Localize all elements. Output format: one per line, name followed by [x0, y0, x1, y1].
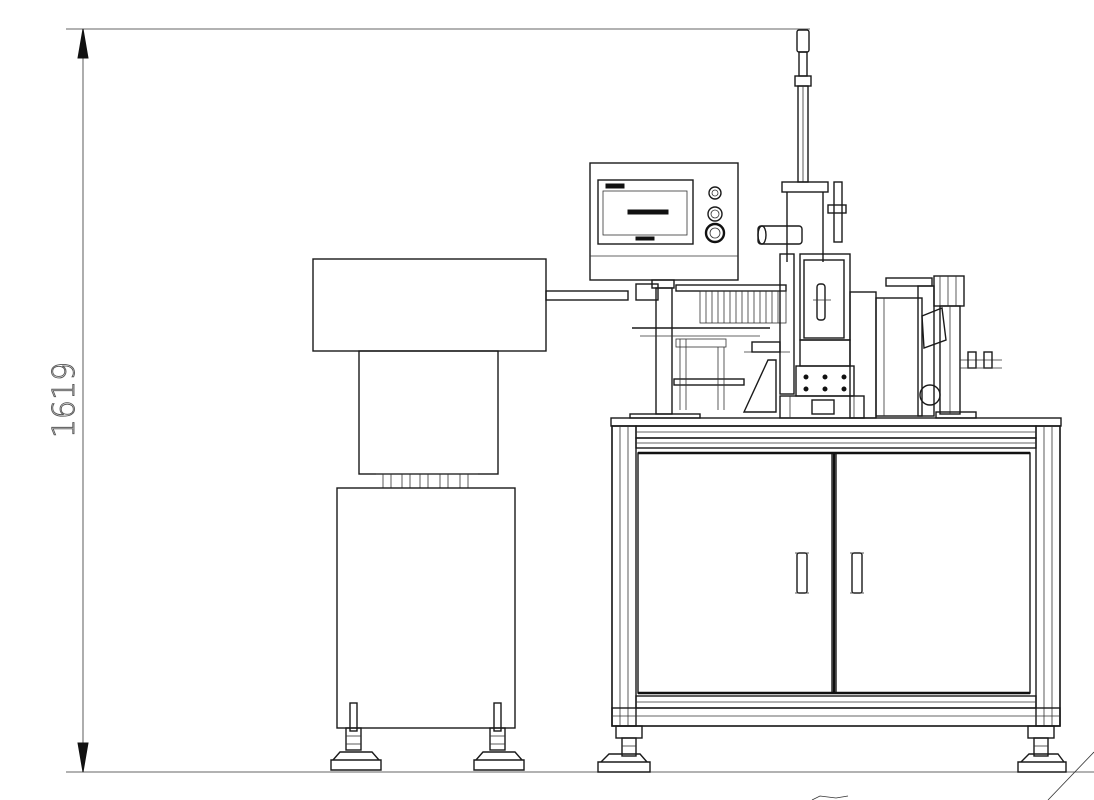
- panel-support-column: [655, 287, 673, 415]
- press-cylinder-assembly: [742, 29, 865, 419]
- corner-slant-line: [1047, 751, 1094, 800]
- feeder-stand-cabinet: [336, 487, 516, 729]
- dimension-arrow-top: [77, 28, 89, 59]
- cabinet-door-left: [637, 452, 833, 694]
- support-bar: [673, 378, 745, 386]
- start-button: [707, 206, 723, 222]
- feeder-leveling-foot-right: [473, 702, 525, 771]
- side-module-housing: [875, 297, 923, 417]
- cylinder-fitting: [794, 75, 812, 87]
- indicator-lamp: [708, 186, 722, 200]
- slide-rail-left: [779, 253, 795, 395]
- touchscreen-display: [602, 190, 688, 236]
- frame-foot-right: [1017, 725, 1067, 773]
- touchscreen-bezel: [597, 179, 694, 245]
- table-top-plate: [610, 417, 1062, 427]
- side-module-wheel: [919, 384, 941, 406]
- door-handle-right: [850, 552, 864, 594]
- frame-post-left: [611, 425, 637, 727]
- panel-arm-joint: [635, 283, 659, 301]
- press-head-lower: [799, 339, 851, 367]
- feeder-leveling-foot-left: [330, 702, 382, 771]
- feeder-drive-feet: [376, 473, 478, 489]
- side-cylinder: [833, 181, 843, 243]
- right-side-module: [849, 275, 1002, 419]
- cylinder-mount-plate: [781, 181, 829, 193]
- feeder-bowl: [312, 258, 547, 352]
- frame-post-right: [1035, 425, 1061, 727]
- feeder-track-rail: [545, 290, 629, 301]
- feed-track-assembly: [629, 284, 787, 419]
- feed-track-top: [675, 284, 787, 292]
- hmi-brand-mark: [635, 236, 655, 241]
- machine-frame: [597, 417, 1067, 773]
- base-fixture: [779, 395, 865, 419]
- emergency-stop-button: [704, 222, 726, 244]
- cylinder-rod: [798, 51, 808, 77]
- door-handle-left: [795, 552, 809, 594]
- dimension-arrow-bottom: [77, 742, 89, 773]
- cut-mark: [811, 795, 849, 800]
- dimension-value: 1619: [47, 362, 82, 438]
- hmi-logo-mark: [605, 183, 625, 189]
- cabinet-door-right: [835, 452, 1031, 694]
- press-head-inner: [803, 259, 845, 339]
- press-head-slot: [816, 283, 826, 321]
- feed-track-fins: [699, 290, 787, 324]
- side-module-linkage: [921, 307, 947, 349]
- control-panel: [589, 162, 739, 415]
- side-module-cap: [933, 275, 965, 307]
- hmi-screen-text-mark: [627, 209, 669, 215]
- frame-foot-left: [597, 725, 651, 773]
- angled-brace: [742, 359, 777, 413]
- cylinder-cap: [796, 29, 810, 53]
- height-dimension: 1619: [47, 28, 1094, 773]
- side-module-top-rail: [885, 277, 933, 287]
- frame-base-rail: [611, 707, 1061, 727]
- feeder-drive-body: [358, 350, 499, 475]
- vibratory-feeder: [312, 258, 629, 771]
